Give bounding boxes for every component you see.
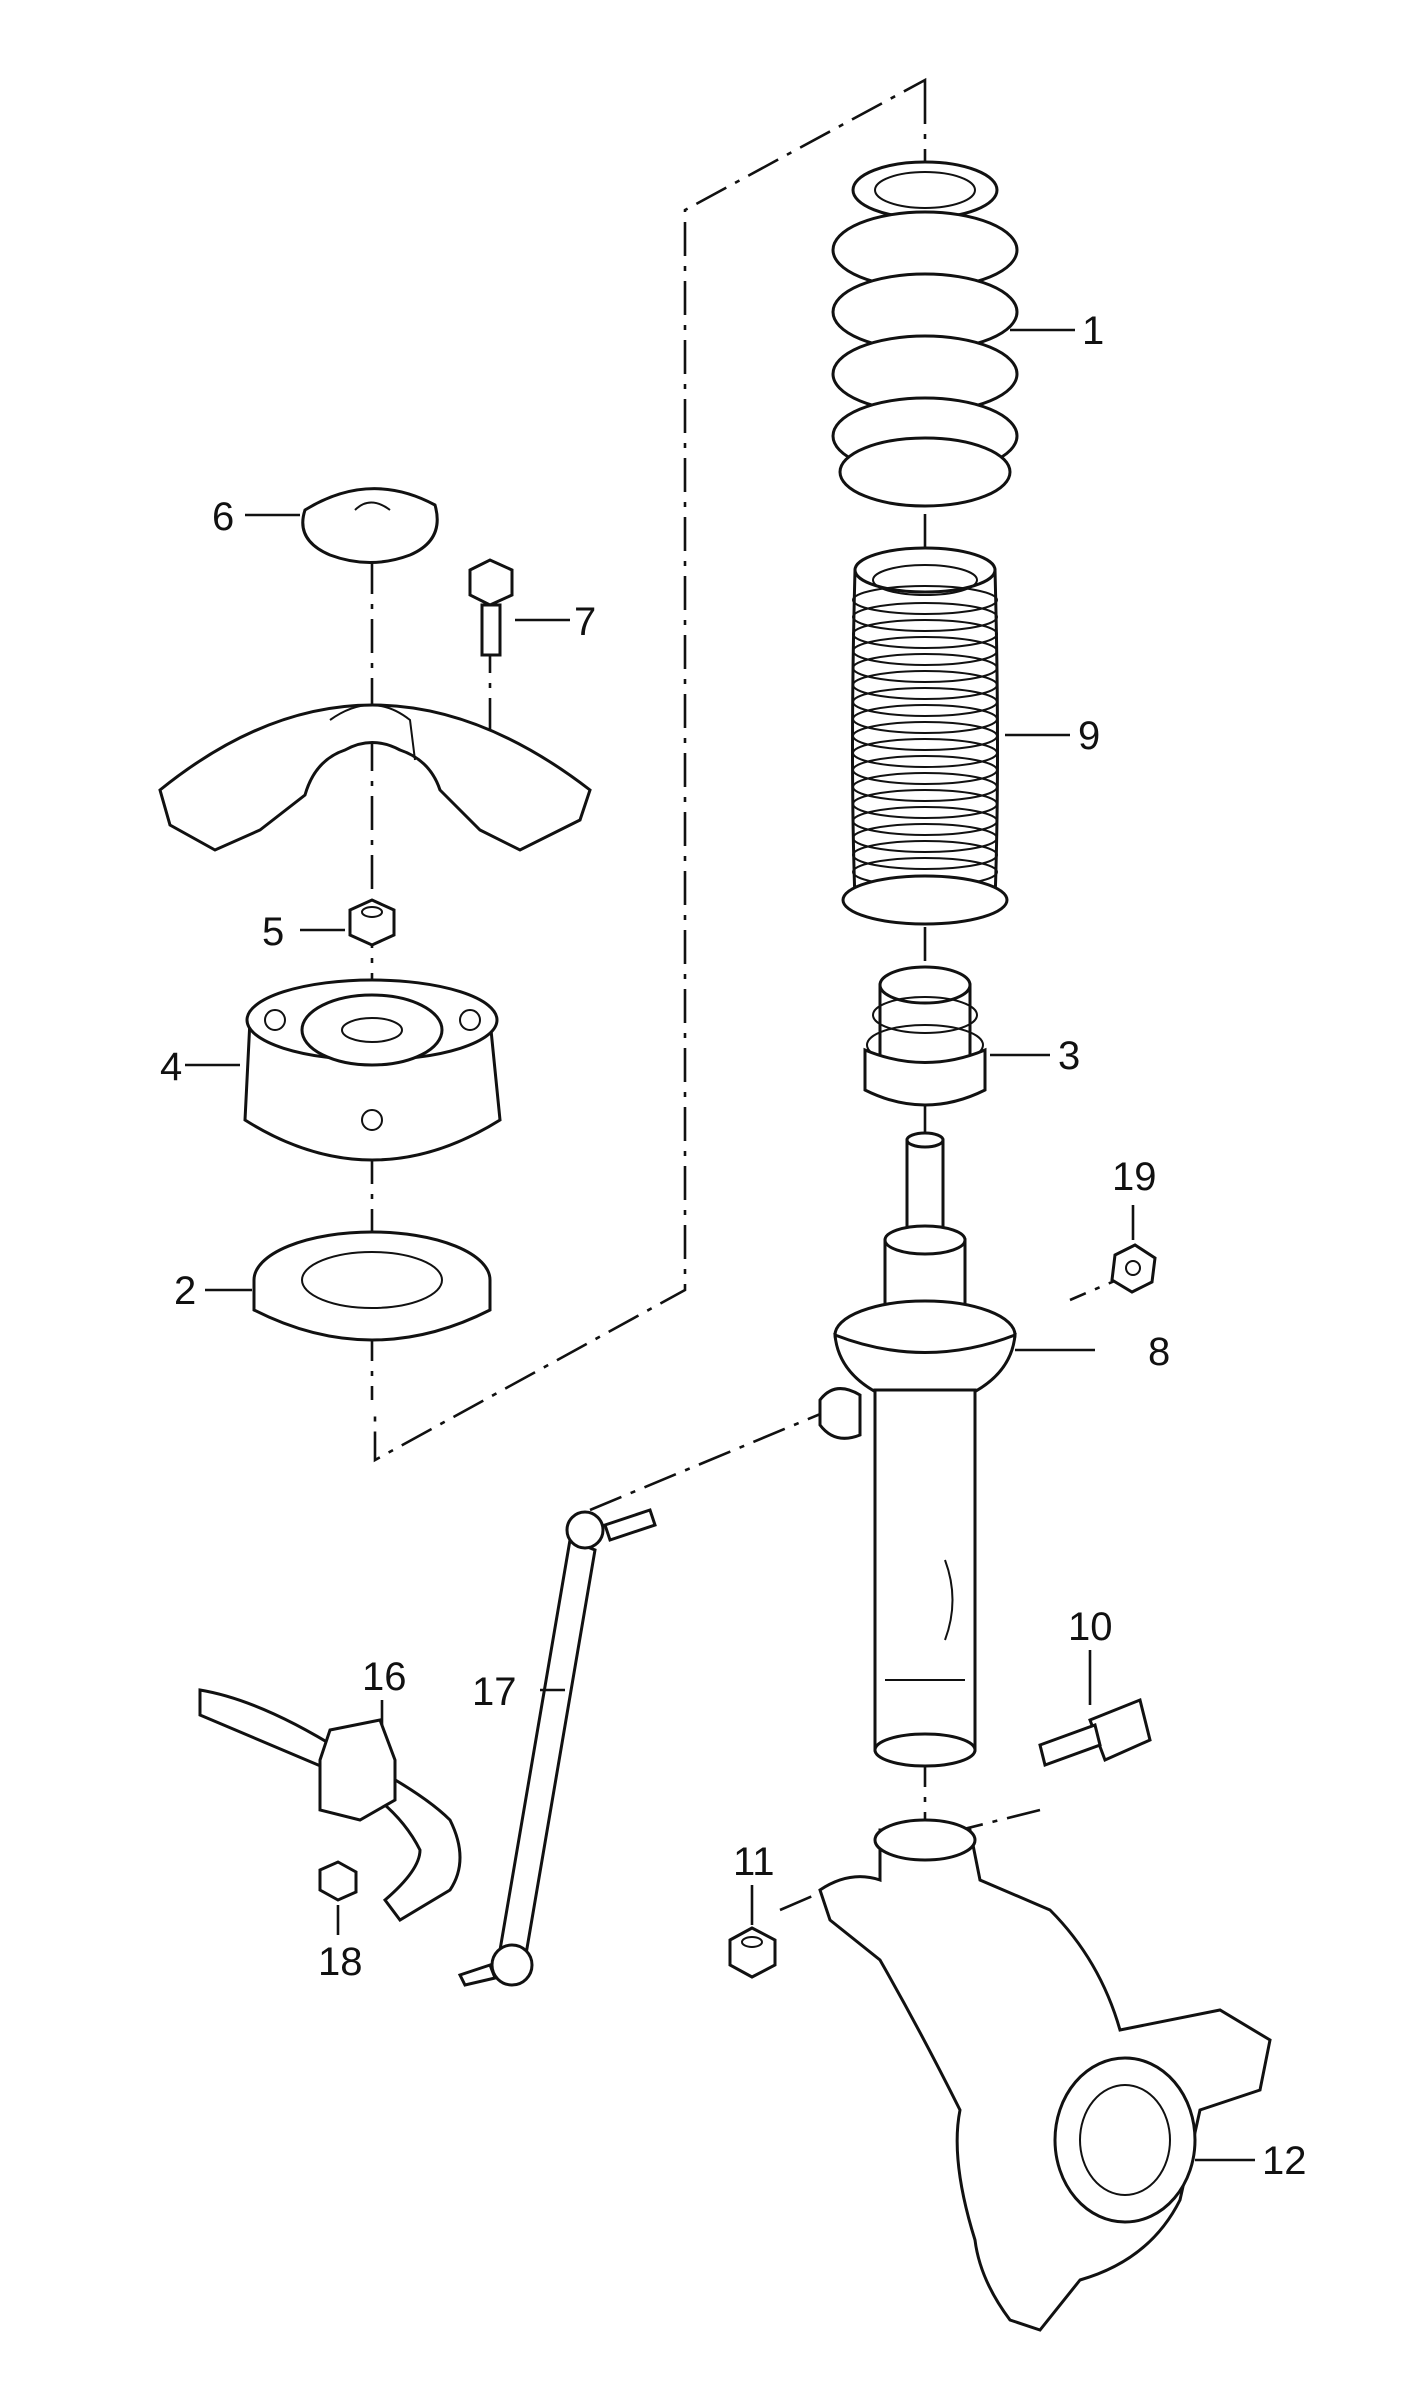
callout-4: 4 (160, 1045, 182, 1089)
callout-12: 12 (1262, 2139, 1307, 2183)
leader-lines (185, 328, 1255, 2162)
callout-2: 2 (174, 1269, 196, 1313)
spring-cover (158, 703, 592, 852)
bolt-10 (1038, 1697, 1152, 1767)
coupling-rod (457, 1508, 657, 1987)
callout-16: 16 (362, 1655, 407, 1699)
callout-6: 6 (212, 495, 234, 539)
boot-pleat (852, 602, 998, 632)
callout-5: 5 (262, 910, 284, 954)
callout-11: 11 (733, 1840, 775, 1884)
nut-19 (1110, 1243, 1157, 1294)
boot-pleat (852, 738, 998, 768)
bearing-ring (252, 1230, 492, 1342)
bolt-7 (468, 558, 514, 657)
boot-pleat (852, 704, 998, 734)
boot-pleat (852, 840, 998, 870)
boot-pleat (852, 670, 998, 700)
boot-pleat (852, 687, 998, 717)
protective-boot (841, 546, 1009, 926)
callout-17: 17 (472, 1670, 517, 1714)
steering-knuckle (818, 1818, 1272, 2332)
bump-stop (863, 965, 987, 1107)
strut-mount (243, 978, 502, 1162)
boot-pleat (852, 636, 998, 666)
boot-pleat (852, 772, 998, 802)
nut-5 (348, 898, 396, 947)
cap (301, 487, 439, 564)
boot-pleat (852, 585, 998, 615)
coil-spring (831, 160, 1019, 508)
boot-pleat (852, 806, 998, 836)
boot-pleat (852, 789, 998, 819)
assembly-boundary (373, 77, 927, 1463)
boot-pleat (852, 619, 998, 649)
callout-9: 9 (1078, 714, 1100, 758)
stabilizer-bar (198, 1688, 462, 1922)
shock-absorber-strut (818, 1131, 1017, 1768)
nut-11 (728, 1926, 777, 1979)
callout-8: 8 (1148, 1330, 1170, 1374)
boot-pleat (852, 653, 998, 683)
callout-1: 1 (1082, 309, 1104, 353)
boot-pleat (852, 823, 998, 853)
callout-3: 3 (1058, 1034, 1080, 1078)
callout-7: 7 (574, 600, 596, 644)
callout-19: 19 (1112, 1155, 1157, 1199)
boot-pleat (852, 721, 998, 751)
bar-clamp (318, 1718, 397, 1822)
nut-18 (318, 1860, 358, 1902)
callout-18: 18 (318, 1940, 363, 1984)
boot-pleat (852, 755, 998, 785)
callout-10: 10 (1068, 1605, 1113, 1649)
